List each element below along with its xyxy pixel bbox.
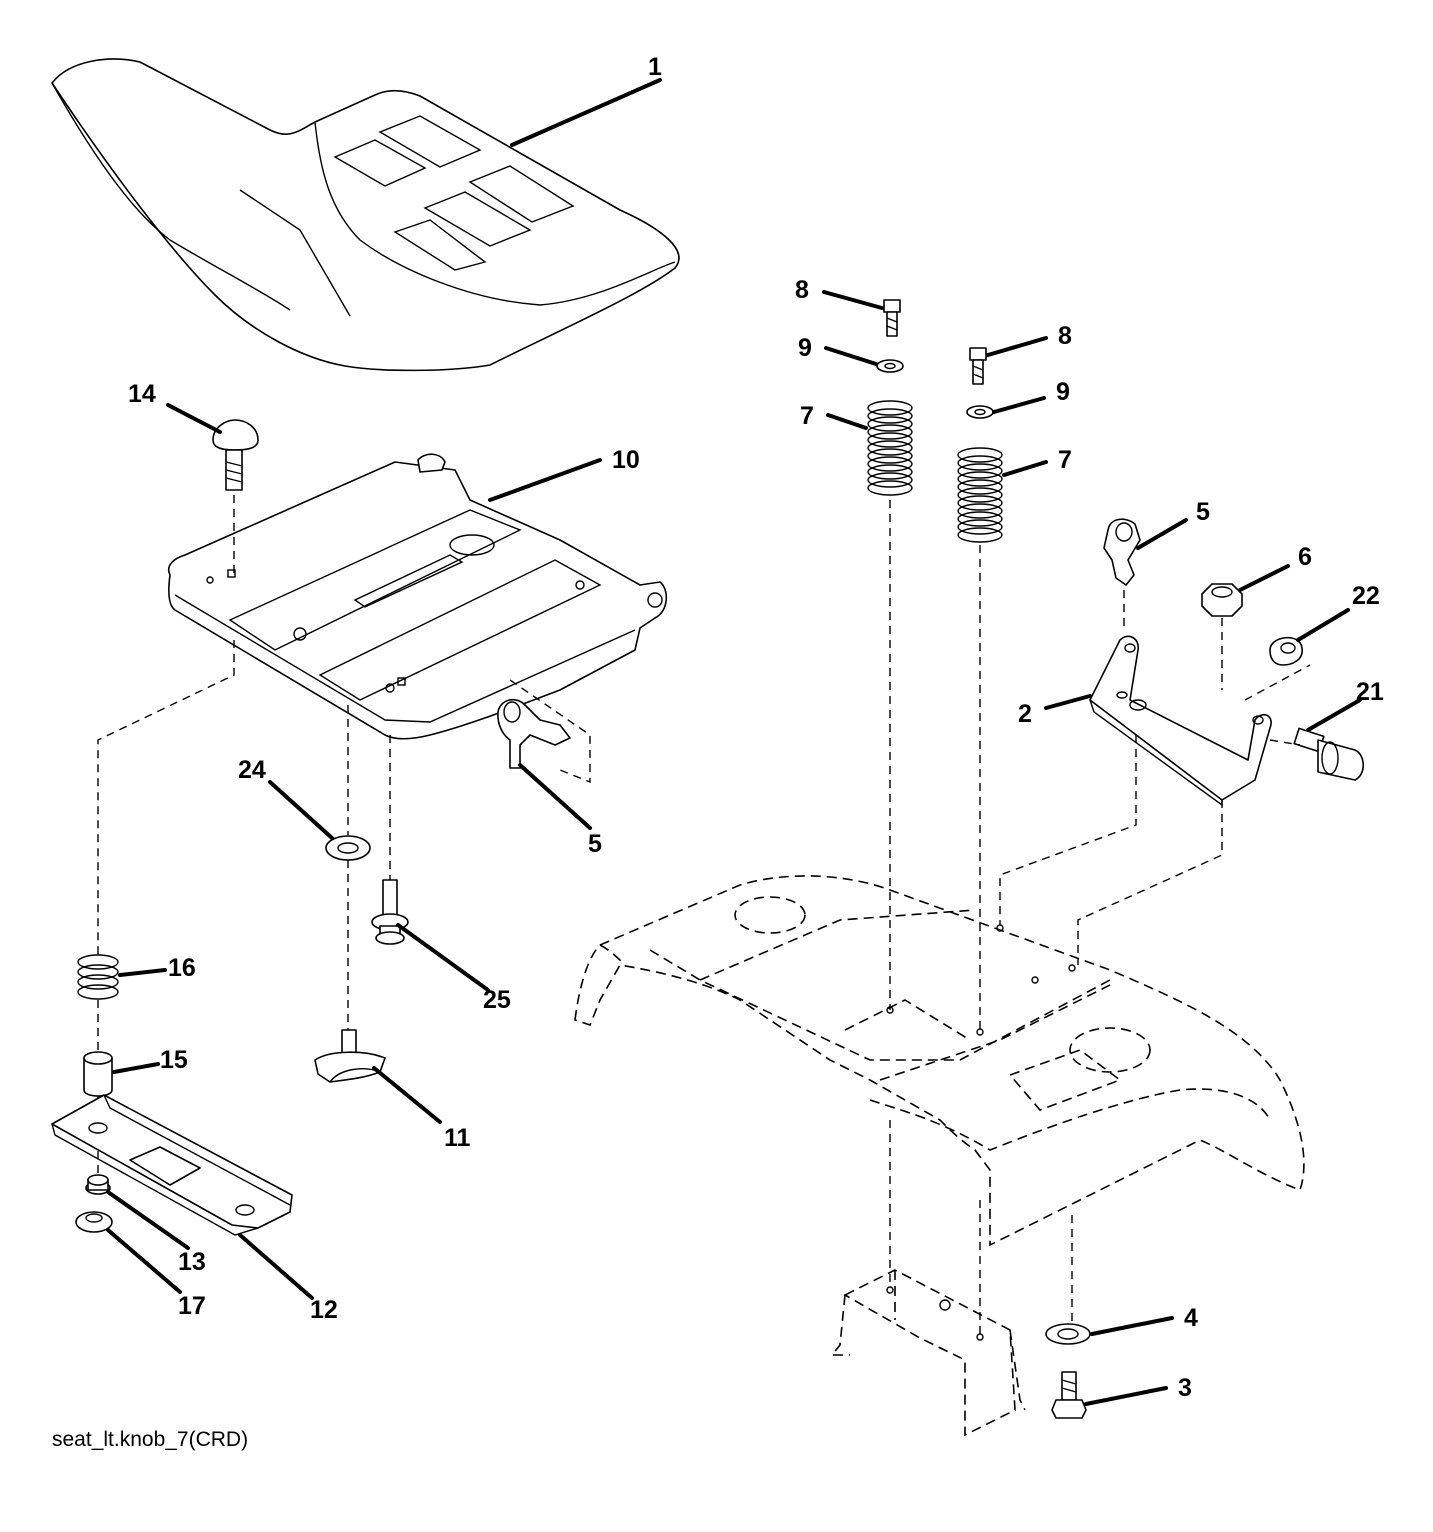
assembly-line bbox=[1077, 800, 1223, 965]
leader-line bbox=[986, 336, 1048, 357]
leader-line bbox=[1238, 564, 1290, 592]
flange-nut-drawing-13 bbox=[85, 1174, 111, 1195]
clip-drawing-left bbox=[497, 698, 571, 769]
washer-drawing-4 bbox=[1045, 1323, 1091, 1345]
hex-nut-drawing bbox=[1201, 583, 1243, 617]
callout-9-left: 9 bbox=[798, 334, 812, 362]
callout-5-right: 5 bbox=[1196, 498, 1210, 526]
callout-24: 24 bbox=[238, 756, 266, 784]
leader-line bbox=[112, 1062, 160, 1074]
leader-line bbox=[118, 968, 167, 977]
callout-8-right: 8 bbox=[1058, 322, 1072, 350]
leader-line bbox=[1084, 1386, 1168, 1406]
carriage-bolt-drawing bbox=[212, 419, 259, 491]
washer-drawing-24 bbox=[325, 835, 371, 861]
leader-line bbox=[396, 923, 490, 992]
shoulder-bolt-drawing-21 bbox=[1293, 727, 1365, 781]
assembly-line bbox=[97, 640, 235, 960]
callout-2: 2 bbox=[1018, 700, 1032, 728]
leader-line bbox=[268, 780, 334, 840]
callout-7-right: 7 bbox=[1058, 446, 1072, 474]
leader-line bbox=[992, 396, 1046, 414]
diagram-caption: seat_lt.knob_7(CRD) bbox=[52, 1428, 248, 1451]
callout-10: 10 bbox=[612, 446, 640, 474]
nut-drawing-22 bbox=[1269, 636, 1303, 666]
leader-line bbox=[488, 458, 602, 502]
callout-13: 13 bbox=[178, 1248, 206, 1276]
fender-outline bbox=[574, 875, 1305, 1247]
bolt-drawing-3 bbox=[1051, 1371, 1087, 1419]
callout-5-left: 5 bbox=[588, 830, 602, 858]
callout-21: 21 bbox=[1356, 678, 1384, 706]
leader-line bbox=[518, 763, 592, 830]
hex-bolt-drawing-8a bbox=[883, 299, 901, 337]
leader-line bbox=[826, 413, 868, 430]
callout-6: 6 bbox=[1298, 543, 1312, 571]
assembly-line bbox=[999, 735, 1137, 925]
callout-22: 22 bbox=[1352, 582, 1380, 610]
callout-15: 15 bbox=[160, 1046, 188, 1074]
callout-12: 12 bbox=[310, 1296, 338, 1324]
leader-line bbox=[822, 290, 884, 310]
leader-line bbox=[510, 78, 662, 147]
callout-7-left: 7 bbox=[800, 402, 814, 430]
spring-drawing-7b bbox=[957, 447, 1003, 543]
callout-25: 25 bbox=[483, 986, 511, 1014]
leader-line bbox=[1002, 460, 1048, 477]
callout-1: 1 bbox=[648, 53, 662, 81]
callout-4: 4 bbox=[1184, 1304, 1198, 1332]
leader-line bbox=[106, 1190, 190, 1250]
callout-8-left: 8 bbox=[795, 276, 809, 304]
callout-9-right: 9 bbox=[1056, 378, 1070, 406]
spring-drawing-7a bbox=[867, 400, 913, 496]
leader-line bbox=[1306, 698, 1362, 732]
knob-drawing bbox=[314, 1029, 386, 1083]
leader-line bbox=[1296, 608, 1350, 642]
spacer-drawing bbox=[83, 1051, 113, 1097]
seat-pan-drawing bbox=[167, 453, 668, 740]
leader-line bbox=[238, 1233, 314, 1300]
callout-17: 17 bbox=[178, 1292, 206, 1320]
clip-drawing-right bbox=[1103, 518, 1141, 586]
bracket-drawing-2 bbox=[1089, 635, 1272, 807]
assembly-line bbox=[1269, 739, 1301, 746]
leader-line bbox=[824, 346, 878, 366]
callout-3: 3 bbox=[1178, 1374, 1192, 1402]
support-bracket-outline bbox=[830, 1269, 1026, 1437]
leader-line bbox=[106, 1228, 182, 1294]
leader-line bbox=[372, 1066, 442, 1124]
seat-drawing bbox=[51, 58, 680, 372]
spring-drawing-16 bbox=[77, 954, 119, 1000]
callout-14: 14 bbox=[128, 380, 156, 408]
bracket-plate-drawing bbox=[51, 1094, 293, 1236]
shoulder-bolt-drawing bbox=[371, 879, 409, 945]
assembly-line bbox=[509, 679, 591, 784]
callout-16: 16 bbox=[168, 954, 196, 982]
assembly-line bbox=[1244, 664, 1311, 701]
leader-line bbox=[166, 403, 222, 434]
washer-drawing-9a bbox=[876, 359, 904, 373]
washer-drawing-9b bbox=[966, 405, 994, 419]
hex-bolt-drawing-8b bbox=[969, 347, 987, 385]
leader-line bbox=[1090, 1316, 1174, 1336]
leader-line bbox=[1136, 518, 1188, 550]
leader-line bbox=[1044, 694, 1092, 710]
lock-nut-drawing-17 bbox=[75, 1211, 113, 1233]
callout-11: 11 bbox=[444, 1124, 471, 1152]
